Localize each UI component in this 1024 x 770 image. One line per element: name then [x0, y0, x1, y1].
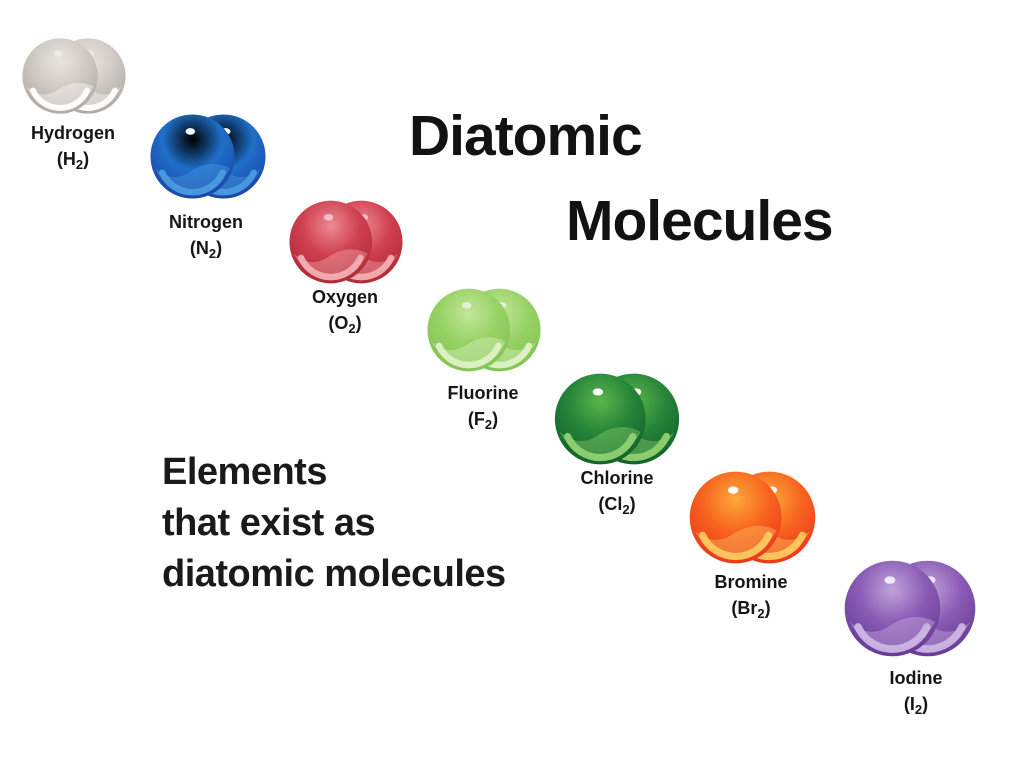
molecule-hydrogen — [21, 37, 127, 115]
formula-subscript: 2 — [484, 417, 493, 432]
molecule-bromine — [688, 470, 817, 565]
atom-sphere — [554, 373, 646, 465]
molecule-nitrogen — [149, 113, 267, 200]
sphere-smile-highlight — [30, 87, 91, 111]
hydrogen-molecule-graphic — [22, 38, 126, 114]
molecule-oxygen — [288, 199, 404, 285]
sphere-smile-highlight — [854, 623, 931, 653]
oxygen-molecule-graphic — [289, 200, 403, 284]
sphere-specular-dot — [461, 302, 472, 309]
molecule-name-label: Hydrogen — [30, 123, 115, 143]
iodine-molecule-graphic — [844, 560, 976, 657]
atom-sphere — [22, 38, 98, 114]
molecule-formula-label: (O2) — [328, 313, 362, 336]
fluorine-molecule-graphic — [427, 288, 541, 372]
left-atom — [844, 560, 941, 657]
sphere-specular-dot — [592, 388, 604, 396]
sphere-smile-highlight — [158, 169, 227, 196]
molecule-formula-label: (F2) — [467, 409, 499, 432]
molecule-label-fluorine: Fluorine (F2) — [383, 380, 583, 438]
formula-subscript: 2 — [757, 606, 765, 621]
caption-line-2: that exist as — [162, 502, 376, 544]
sphere-specular-dot — [727, 486, 739, 494]
formula-subscript: 2 — [622, 502, 630, 517]
molecule-formula-label: (H2) — [56, 149, 90, 172]
sphere-smile-highlight — [564, 432, 637, 462]
caption-line-3: diatomic molecules — [162, 553, 506, 595]
diagram-title-line-2: Molecules — [566, 189, 834, 253]
atom-sphere — [689, 471, 782, 564]
sphere-specular-dot — [323, 214, 334, 221]
sphere-specular-dot — [884, 576, 896, 584]
nitrogen-molecule-graphic — [150, 114, 266, 199]
atom-sphere — [844, 560, 941, 657]
sphere-smile-highlight — [698, 531, 773, 561]
molecule-label-hydrogen: Hydrogen (H2) — [0, 120, 173, 178]
molecule-label-bromine: Bromine (Br2) — [651, 569, 851, 627]
atom-sphere — [427, 288, 511, 372]
atom-sphere — [289, 200, 373, 284]
molecule-iodine — [843, 559, 977, 658]
molecule-formula-label: (Br2) — [731, 598, 771, 621]
molecule-fluorine — [426, 287, 542, 373]
left-atom — [689, 471, 782, 564]
sphere-specular-dot — [185, 128, 196, 135]
caption-line-1: Elements — [162, 451, 327, 493]
left-atom — [150, 114, 235, 199]
molecule-formula-label: (N2) — [189, 238, 223, 261]
molecule-name-label: Oxygen — [311, 287, 379, 307]
formula-subscript: 2 — [208, 246, 217, 261]
formula-subscript: 2 — [348, 321, 356, 336]
left-atom — [22, 38, 98, 114]
bromine-molecule-graphic — [689, 471, 816, 564]
sphere-specular-dot — [53, 50, 63, 57]
diagram-caption: Elements that exist as diatomic molecule… — [162, 447, 506, 600]
left-atom — [554, 373, 646, 465]
molecule-label-oxygen: Oxygen (O2) — [245, 284, 445, 342]
diagram-title-line-1: Diatomic — [409, 104, 643, 168]
molecule-chlorine — [553, 372, 681, 466]
molecule-name-label: Bromine — [714, 572, 788, 592]
molecule-label-iodine: Iodine (I2) — [816, 665, 1016, 723]
formula-subscript: 2 — [914, 702, 923, 717]
molecule-label-chlorine: Chlorine (Cl2) — [517, 465, 717, 523]
molecule-formula-label: (I2) — [903, 694, 929, 717]
atom-sphere — [150, 114, 235, 199]
molecule-name-label: Fluorine — [447, 383, 519, 403]
left-atom — [427, 288, 511, 372]
chlorine-molecule-graphic — [554, 373, 680, 465]
molecule-name-label: Nitrogen — [169, 212, 243, 232]
molecule-formula-label: (Cl2) — [598, 494, 636, 517]
sphere-smile-highlight — [297, 254, 364, 281]
sphere-smile-highlight — [435, 342, 502, 369]
left-atom — [289, 200, 373, 284]
molecule-name-label: Iodine — [889, 668, 943, 688]
molecule-name-label: Chlorine — [580, 468, 654, 488]
formula-subscript: 2 — [75, 157, 84, 172]
molecule-label-nitrogen: Nitrogen (N2) — [106, 209, 306, 267]
